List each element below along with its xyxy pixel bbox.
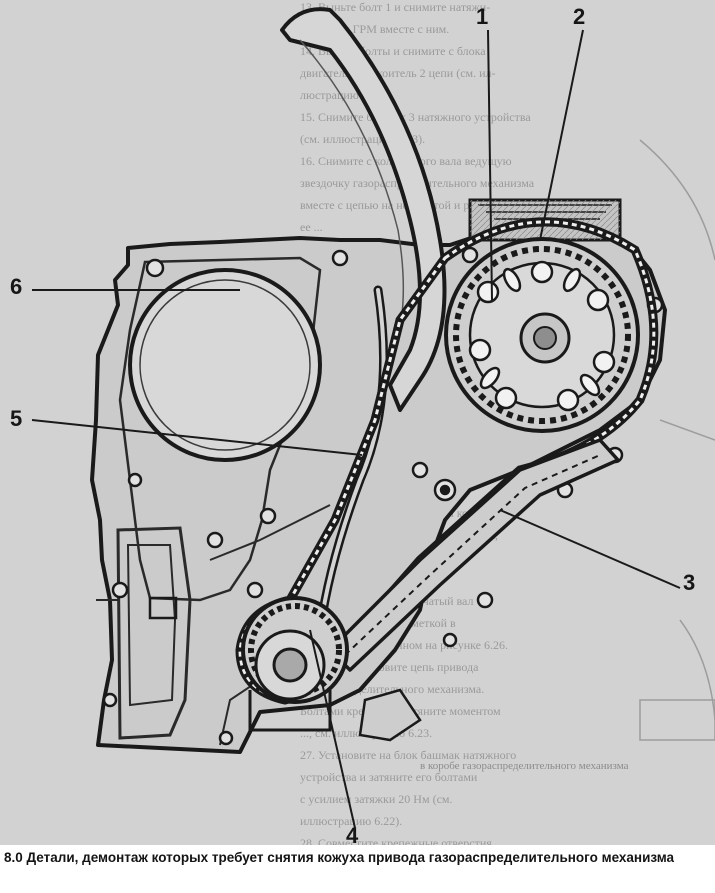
tensioner-shoe [328, 438, 620, 672]
figure-caption: 8.0 Детали, демонтаж которых требует сня… [4, 850, 675, 865]
callout-4: 4 [346, 823, 359, 846]
engine-timing-diagram: 13. Выньте болт 1 и снимите натяжи-тель … [0, 0, 715, 845]
callout-1: 1 [476, 4, 489, 29]
camshaft-sprocket [444, 237, 640, 433]
background-text-line: ее ... [300, 220, 323, 234]
background-text-line: 28. Совместите крепежные отверстия [300, 836, 492, 845]
callout-3: 3 [683, 570, 696, 595]
background-text-line: 27. Установите на блок башмак натяжного [300, 748, 517, 762]
callout-5: 5 [10, 406, 23, 431]
right-margin-text: в коробе газораспределительного механизм… [420, 760, 629, 772]
callout-6: 6 [10, 274, 23, 299]
engine-drawing [31, 7, 715, 829]
background-text-line: с усилием затяжки 20 Нм (см. [300, 792, 453, 806]
leader-lines [31, 29, 681, 829]
callout-2: 2 [573, 4, 586, 29]
housing-bore [128, 268, 322, 462]
background-text-line: 13. Выньте болт 1 и снимите натяжи- [300, 0, 491, 14]
